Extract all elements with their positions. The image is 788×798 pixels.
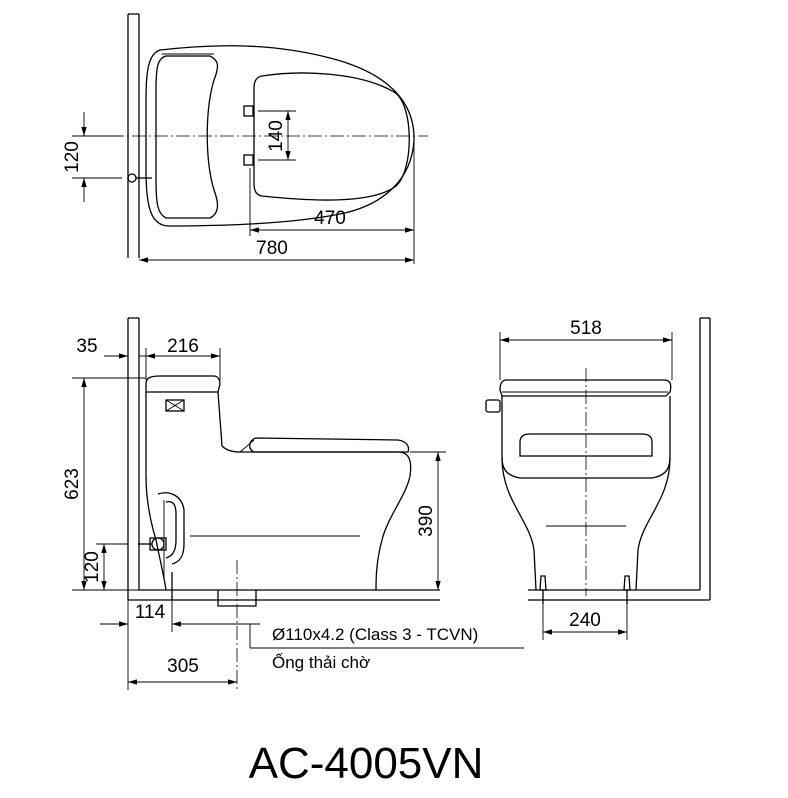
side-view: 35 216 623 120 390 114 305 Ø110x4.2 (Cla…: [62, 317, 524, 690]
dim-overall-length: 780: [256, 238, 288, 259]
outlet-pipe-label: Ống thải chờ: [272, 652, 370, 672]
dim-supply-height: 120: [82, 551, 103, 583]
bowl-side: [217, 391, 412, 591]
dim-tank-depth: 216: [167, 336, 199, 357]
dim-front-width: 518: [570, 318, 602, 339]
dim-total-height: 623: [62, 468, 83, 500]
seat-outline-top: [253, 72, 410, 201]
outlet-pipe-spec: Ø110x4.2 (Class 3 - TCVN): [272, 625, 478, 644]
dim-wall-gap: 35: [76, 336, 97, 357]
dim-seat-hinge-spacing: 140: [266, 120, 287, 152]
dim-supply-offset-top: 120: [62, 141, 83, 173]
dim-seat-height: 390: [416, 505, 437, 537]
bowl-front: [501, 457, 537, 591]
dim-front-length: 470: [314, 208, 346, 229]
dim-outlet-from-wall: 305: [167, 656, 199, 677]
toilet-outline-top: [145, 45, 415, 227]
front-view: 518 240: [485, 317, 711, 640]
top-view: 120 140 470 780: [62, 13, 428, 264]
dim-bolt-spacing: 240: [569, 610, 601, 631]
model-title: AC-4005VN: [249, 739, 484, 788]
seat-side: [249, 437, 410, 453]
tank-side: [145, 375, 221, 393]
dim-supply-from-wall: 114: [135, 602, 166, 623]
tank-front: [499, 379, 672, 397]
